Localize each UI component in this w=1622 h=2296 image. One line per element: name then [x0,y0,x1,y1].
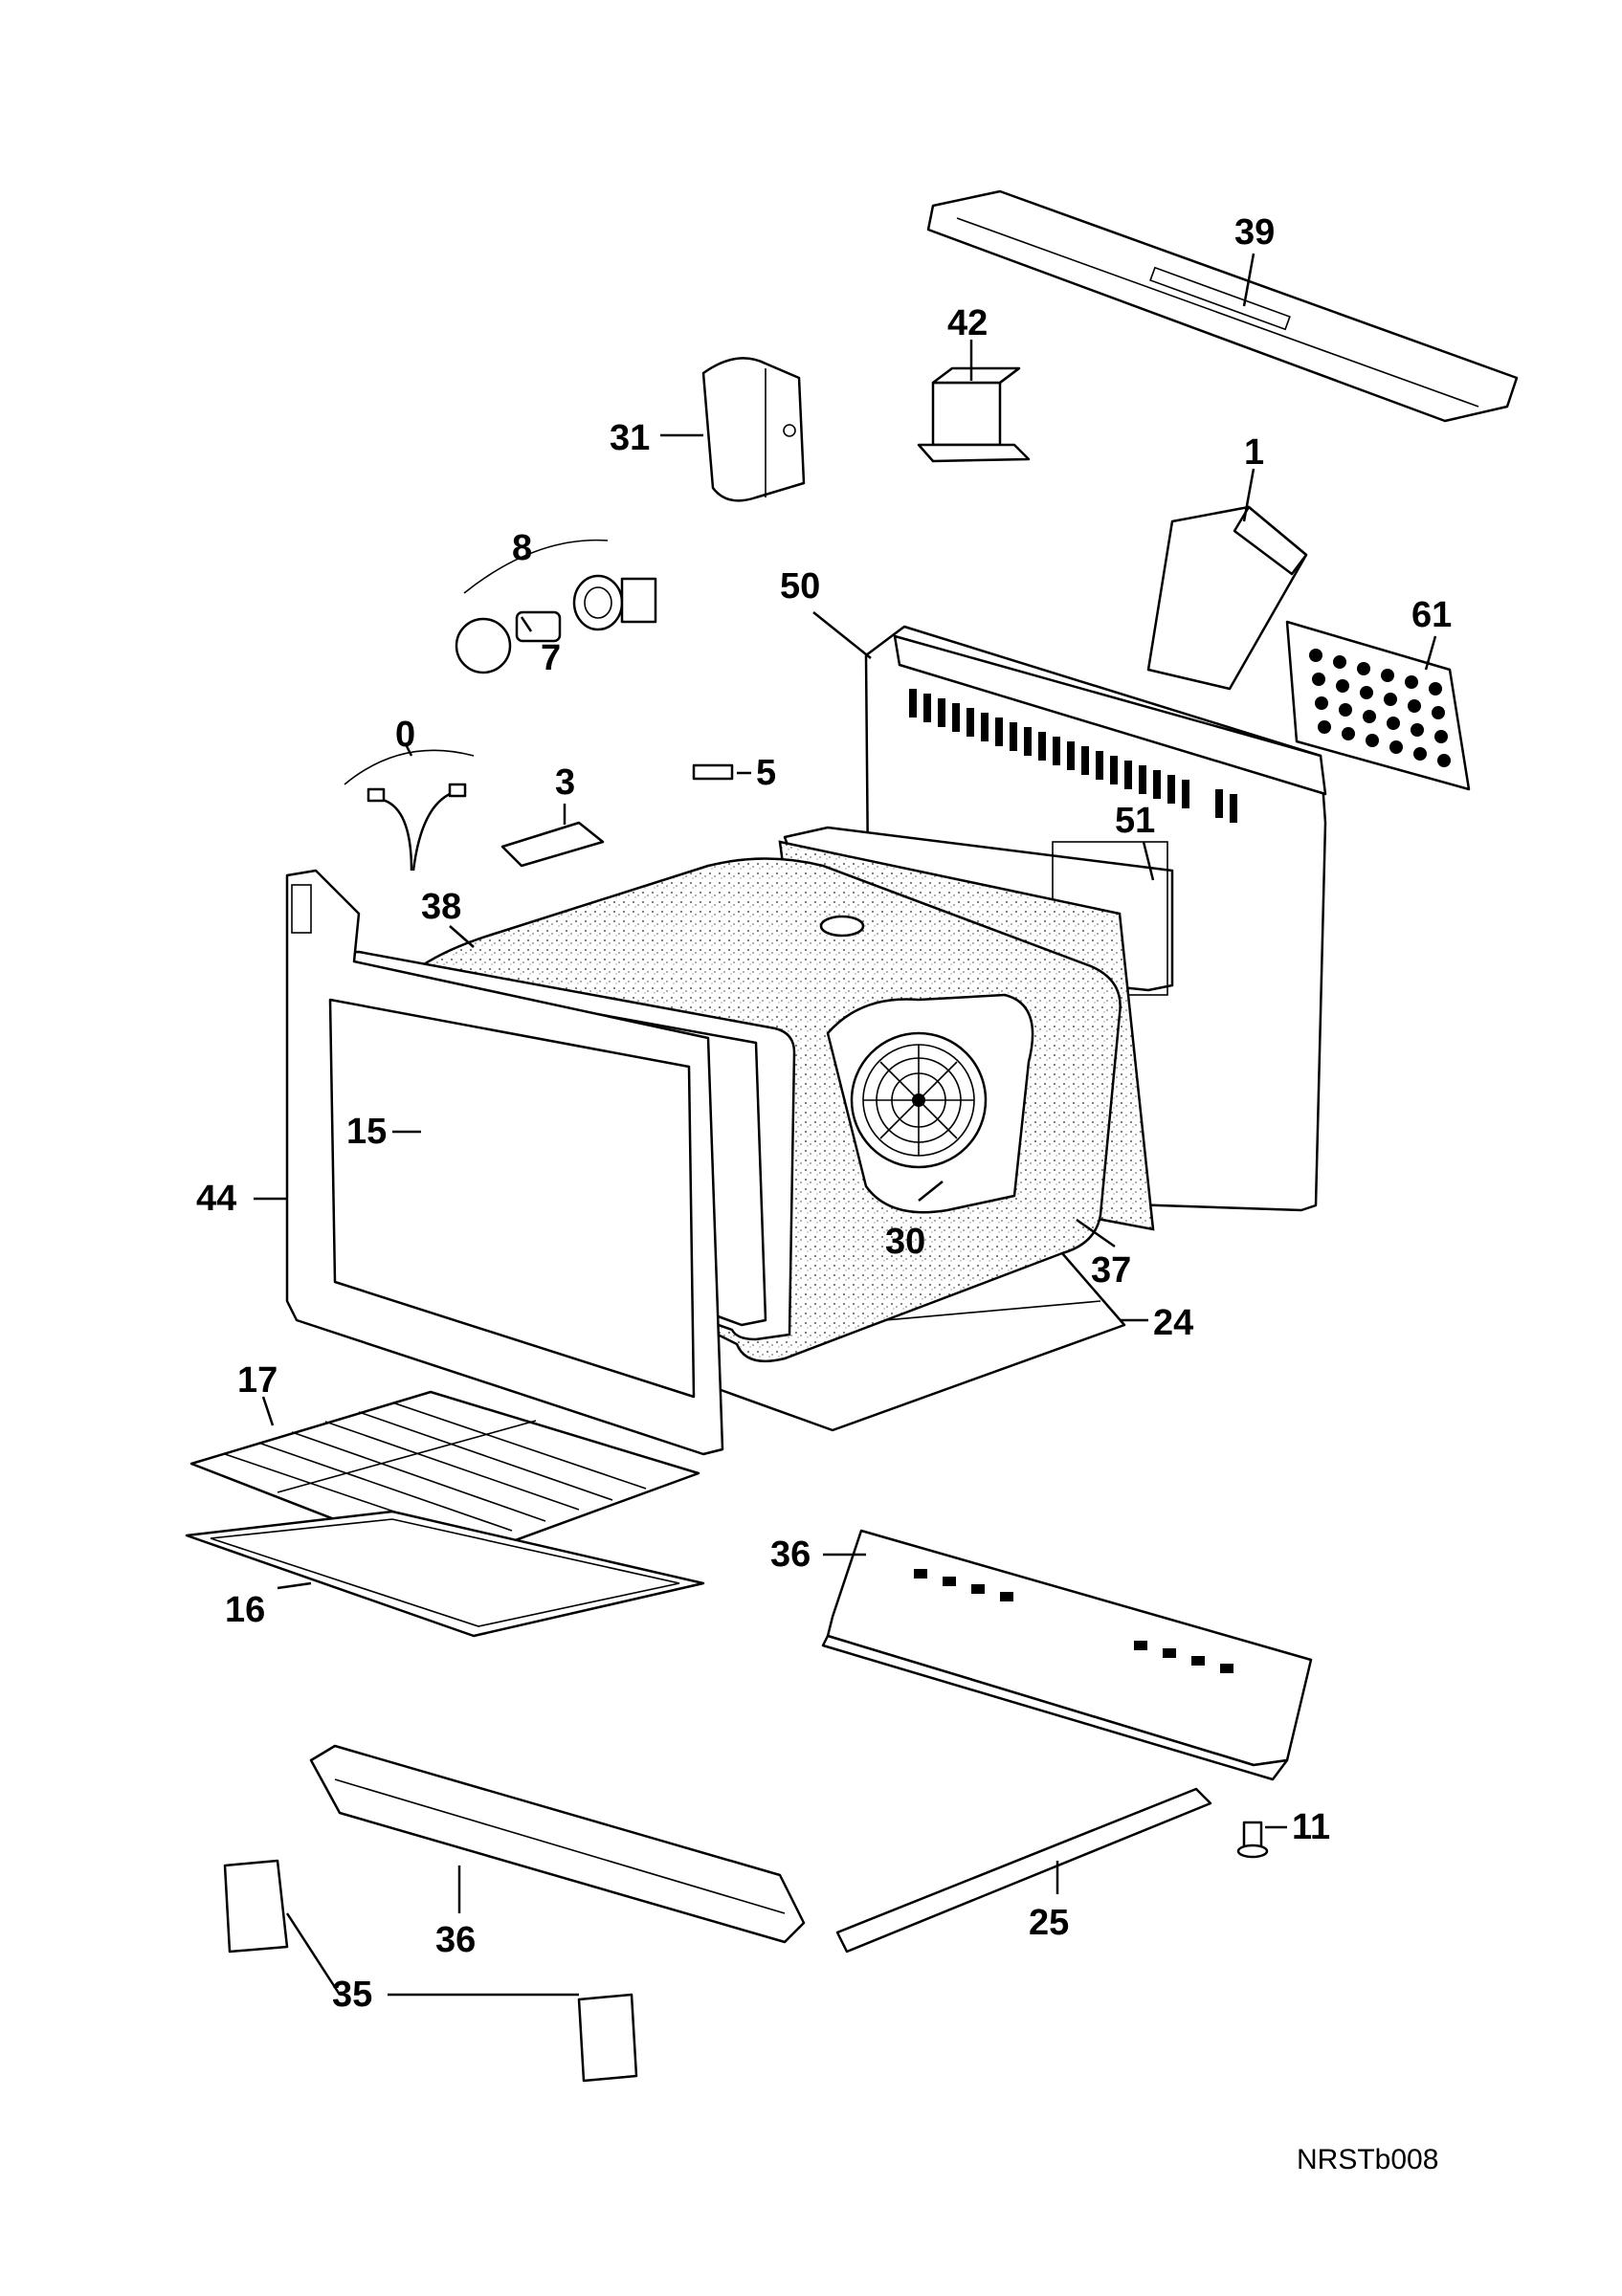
part-0-wiring [344,749,475,872]
part-25-rod [835,1787,1212,1954]
callout-0: 0 [395,715,415,755]
part-35-end-cap-right [577,1993,638,2083]
callout-1: 1 [1244,432,1264,473]
callout-24: 24 [1153,1303,1193,1343]
part-44-front-panel [285,869,724,1456]
callout-15: 15 [346,1112,387,1152]
callout-16: 16 [225,1590,265,1630]
part-36-rail-upper [821,1529,1313,1781]
callout-36-lower: 36 [435,1920,476,1960]
callout-37: 37 [1091,1250,1131,1291]
callout-8: 8 [512,528,532,568]
callout-35: 35 [332,1975,372,2015]
callout-11: 11 [1292,1807,1330,1847]
callout-50: 50 [780,566,820,607]
callout-labels: 39 42 31 1 8 7 50 61 0 3 5 51 38 15 44 3… [196,212,1452,2175]
part-30-fan [826,993,1034,1214]
callout-5: 5 [756,753,776,793]
part-31-shield [701,357,806,502]
callout-36-upper: 36 [770,1534,811,1575]
callout-17: 17 [237,1360,278,1401]
callout-38: 38 [421,887,461,927]
part-1-deflector [1146,505,1308,691]
callout-51: 51 [1115,801,1155,841]
part-36-rail-lower [309,1744,806,1944]
callout-39: 39 [1234,212,1275,253]
diagram-code: NRSTb008 [1297,2144,1438,2175]
part-11-foot [1236,1821,1269,1859]
callout-44: 44 [196,1179,236,1219]
callout-31: 31 [610,418,650,458]
part-8-lamp-assembly [455,539,657,674]
part-3-terminal-block [500,821,605,868]
callout-42: 42 [947,303,988,343]
leader-lines [254,253,1437,1997]
part-39-top-bracket [926,189,1519,423]
callout-3: 3 [555,762,575,803]
callout-30: 30 [885,1222,925,1262]
part-5-connector [692,763,734,781]
part-42-clip [917,366,1031,463]
part-35-end-cap-left [223,1859,289,1954]
part-61-perforated-plate [1285,620,1471,791]
callout-7: 7 [541,638,561,678]
callout-61: 61 [1411,595,1452,635]
part-16-baking-tray [185,1510,705,1638]
callout-25: 25 [1029,1903,1069,1943]
